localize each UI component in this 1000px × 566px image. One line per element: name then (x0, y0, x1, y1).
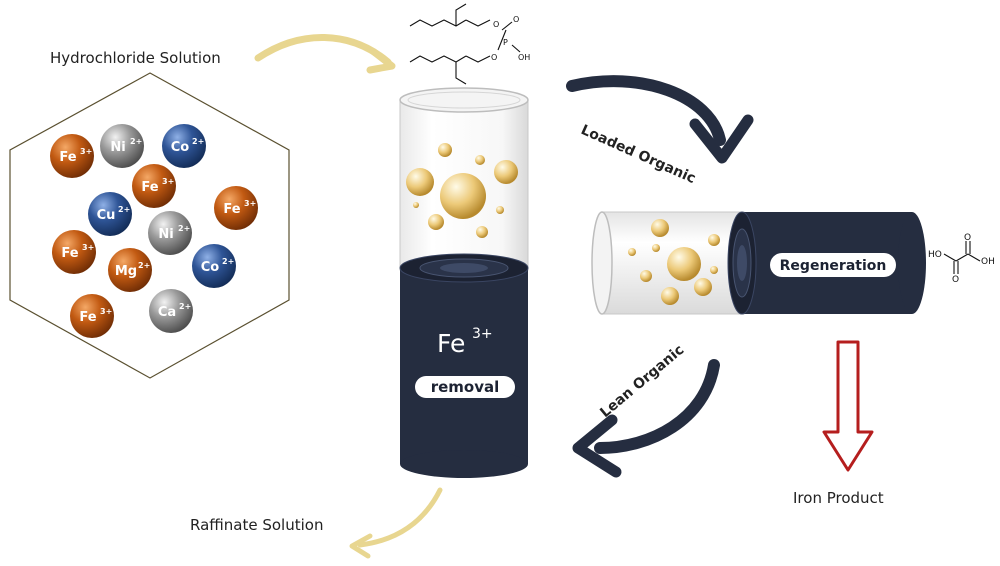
ion-sphere (50, 134, 94, 178)
extraction-bubbles (406, 143, 518, 238)
oxalic-o-bottom: O (952, 275, 959, 285)
ion-nickel-6: Ni 2+ (148, 211, 192, 255)
ion-sphere (192, 244, 236, 288)
ion-iron-0: Fe 3+ (50, 134, 94, 178)
lean-organic-arrowhead (572, 414, 622, 478)
extractant-o2: O (491, 53, 497, 62)
loaded-organic-arrow (566, 75, 726, 146)
product-arrow (822, 340, 874, 472)
ion-symbol: Mg (115, 264, 137, 279)
ion-iron-7: Fe 3+ (52, 230, 96, 274)
oxalic-oh: OH (981, 257, 995, 267)
ion-symbol: Ni (158, 227, 173, 242)
ion-charge: 3+ (162, 177, 174, 186)
ion-charge: 3+ (244, 199, 256, 208)
ion-symbol: Co (171, 140, 190, 155)
ion-sphere (70, 294, 114, 338)
extraction-column (399, 87, 529, 478)
ion-charge: 2+ (192, 137, 204, 146)
regeneration-badge: Regeneration (780, 258, 887, 274)
ion-iron-3: Fe 3+ (132, 164, 176, 208)
oxalic-ho: HO (928, 250, 942, 260)
ion-sphere (162, 124, 206, 168)
ion-charge: 3+ (82, 243, 94, 252)
ion-iron-4: Fe 3+ (214, 186, 258, 230)
ion-sphere (108, 248, 152, 292)
ion-symbol: Co (201, 260, 220, 275)
ion-sphere (149, 289, 193, 333)
extractant-molecule (409, 3, 521, 85)
feed-label: Hydrochloride Solution (50, 49, 221, 67)
extractant-p: P (503, 38, 508, 47)
ion-symbol: Ca (158, 305, 176, 320)
ion-charge: 2+ (130, 137, 142, 146)
ion-sphere (88, 192, 132, 236)
ion-charge: 2+ (138, 261, 150, 270)
extractant-o3: O (513, 15, 519, 24)
raffinate-label: Raffinate Solution (190, 516, 323, 534)
oxalic-o-top: O (964, 233, 971, 243)
ion-sphere (100, 124, 144, 168)
ion-symbol: Fe (141, 180, 158, 195)
regeneration-bubbles (628, 219, 720, 305)
ion-charge: 2+ (178, 224, 190, 233)
ion-sphere (52, 230, 96, 274)
ion-charge: 2+ (118, 205, 130, 214)
ion-sphere (148, 211, 192, 255)
ion-symbol: Fe (79, 310, 96, 325)
extractant-o1: O (493, 20, 499, 29)
raffinate-arrow (357, 487, 443, 548)
lean-organic-label: Lean Organic (597, 342, 687, 421)
feed-arrow (254, 34, 392, 66)
column-fe-charge: 3+ (472, 326, 493, 342)
loaded-organic-arrowhead (689, 114, 754, 164)
ion-charge: 2+ (222, 257, 234, 266)
feed-arrowhead (366, 48, 396, 74)
ion-symbol: Cu (97, 208, 116, 223)
oxalic-acid-molecule (943, 241, 981, 274)
ion-charge: 3+ (100, 307, 112, 316)
ion-sphere (214, 186, 258, 230)
ion-sphere (132, 164, 176, 208)
lean-organic-arrow (594, 359, 720, 454)
column-fe-symbol: Fe (437, 329, 465, 358)
raffinate-arrowhead (349, 533, 373, 559)
ion-symbol: Fe (61, 246, 78, 261)
ion-iron-10: Fe 3+ (70, 294, 114, 338)
ion-nickel-1: Ni 2+ (100, 124, 144, 168)
regeneration-column (591, 211, 926, 315)
iron-product-label: Iron Product (793, 489, 884, 507)
loaded-organic-label: Loaded Organic (578, 122, 698, 187)
ion-charge: 2+ (179, 302, 191, 311)
ion-charge: 3+ (80, 147, 92, 156)
ion-symbol: Fe (223, 202, 240, 217)
ion-symbol: Fe (59, 150, 76, 165)
ion-symbol: Ni (110, 140, 125, 155)
removal-badge: removal (431, 378, 500, 396)
extractant-oh: OH (518, 53, 530, 62)
